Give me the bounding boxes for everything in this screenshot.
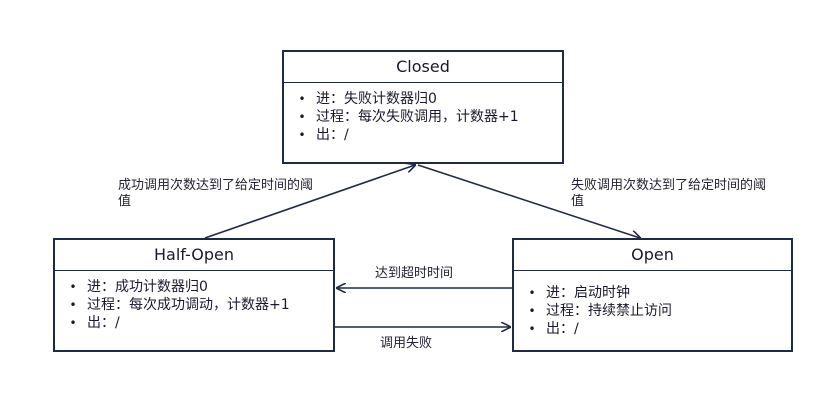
state-open: Open • 进：启动时钟 • 过程：持续禁止访问 • 出：/ [512, 238, 793, 352]
action-text: 出：/ [87, 315, 120, 331]
list-item: • 过程：每次成功调动，计数器+1 [67, 297, 323, 314]
action-text: 出：/ [546, 321, 579, 337]
list-item: • 过程：持续禁止访问 [526, 303, 781, 320]
state-actions-list: • 进：成功计数器归0 • 过程：每次成功调动，计数器+1 • 出：/ [55, 271, 333, 332]
bullet-icon: • [298, 110, 306, 124]
state-half-open: Half-Open • 进：成功计数器归0 • 过程：每次成功调动，计数器+1 • 出… [53, 238, 335, 352]
bullet-icon: • [528, 304, 536, 318]
list-item: • 出：/ [67, 315, 323, 332]
action-text: 过程：持续禁止访问 [546, 303, 672, 319]
action-text: 过程：每次成功调动，计数器+1 [87, 297, 290, 313]
state-title: Closed [284, 52, 562, 83]
bullet-icon: • [298, 92, 306, 106]
action-text: 进：成功计数器归0 [87, 279, 208, 295]
action-text: 出：/ [316, 127, 349, 143]
action-text: 进：失败计数器归0 [316, 91, 437, 107]
list-item: • 进：成功计数器归0 [67, 279, 323, 296]
list-item: • 出：/ [296, 127, 552, 144]
state-title: Open [514, 240, 791, 271]
transition-label-closed-to-open: 失败调用次数达到了给定时间的阈值 [571, 178, 767, 209]
action-text: 过程：每次失败调用，计数器+1 [316, 109, 519, 125]
bullet-icon: • [298, 128, 306, 142]
bullet-icon: • [69, 298, 77, 312]
state-actions-list: • 进：启动时钟 • 过程：持续禁止访问 • 出：/ [514, 271, 791, 338]
bullet-icon: • [69, 316, 77, 330]
list-item: • 出：/ [526, 321, 781, 338]
bullet-icon: • [528, 286, 536, 300]
arrow-closed-to-open [417, 164, 640, 238]
state-actions-list: • 进：失败计数器归0 • 过程：每次失败调用，计数器+1 • 出：/ [284, 83, 562, 144]
list-item: • 过程：每次失败调用，计数器+1 [296, 109, 552, 126]
state-closed: Closed • 进：失败计数器归0 • 过程：每次失败调用，计数器+1 • 出：/ [282, 50, 564, 164]
bullet-icon: • [528, 322, 536, 336]
state-title: Half-Open [55, 240, 333, 271]
transition-label-open-to-halfopen: 达到超时时间 [375, 266, 454, 281]
list-item: • 进：失败计数器归0 [296, 91, 552, 108]
transition-label-halfopen-to-open: 调用失败 [380, 336, 433, 351]
arrow-halfopen-to-closed [204, 165, 415, 239]
list-item: • 进：启动时钟 [526, 285, 781, 302]
bullet-icon: • [69, 280, 77, 294]
action-text: 进：启动时钟 [546, 285, 630, 301]
transition-label-halfopen-to-closed: 成功调用次数达到了给定时间的阈值 [118, 178, 314, 209]
